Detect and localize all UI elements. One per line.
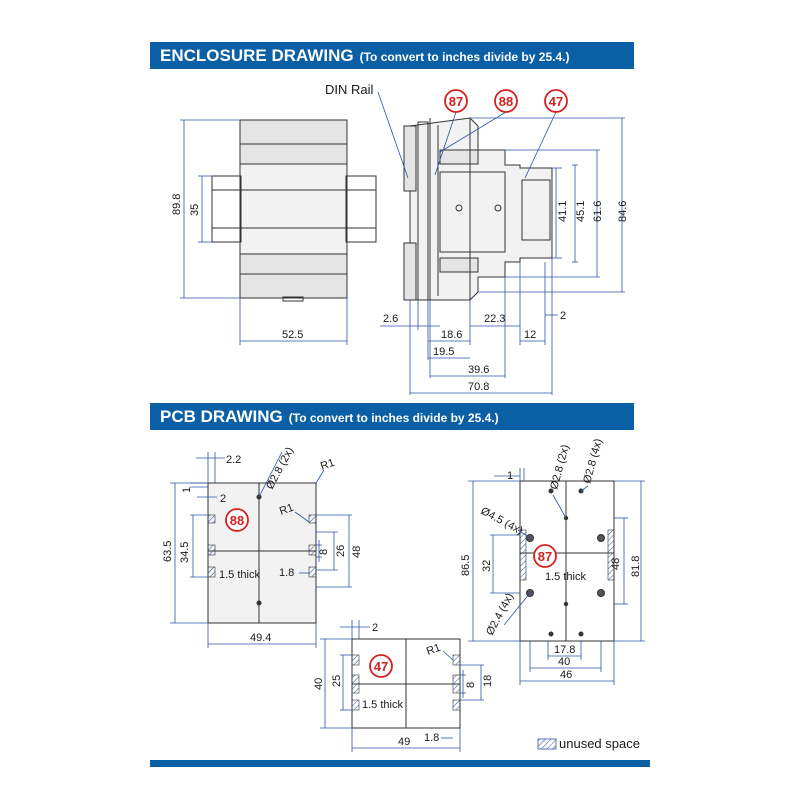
thick-87: 1.5 thick — [545, 571, 586, 583]
dim-2-47: 2 — [372, 622, 378, 634]
dim-61-6: 61.6 — [592, 201, 604, 222]
legend-text: unused space — [559, 736, 640, 751]
hole-2-4-4x-87: Ø2.4 (4x) — [484, 591, 516, 637]
svg-text:88: 88 — [499, 94, 513, 109]
dim-49: 49 — [398, 736, 410, 748]
dim-63-5: 63.5 — [162, 541, 174, 562]
hatch-swatch — [537, 738, 557, 750]
dim-41-1: 41.1 — [557, 201, 569, 222]
dim-18-47: 18 — [482, 675, 494, 687]
dim-45-1: 45.1 — [575, 201, 587, 222]
enclosure-front-dimensions: 89.8 35 52.5 — [171, 119, 348, 345]
din-rail-text: DIN Rail — [325, 82, 374, 97]
dim-32-87: 32 — [481, 560, 493, 572]
dim-2: 2 — [560, 310, 566, 322]
pcb-header: PCB DRAWING (To convert to inches divide … — [150, 403, 634, 430]
dim-8-88: 8 — [318, 549, 330, 555]
dim-48-87: 48 — [610, 558, 622, 570]
enclosure-side-view — [403, 117, 553, 301]
dim-2-88: 2 — [220, 493, 226, 505]
svg-text:87: 87 — [449, 94, 463, 109]
dim-35: 35 — [189, 204, 201, 216]
hole-2-8-4x-87: Ø2.8 (4x) — [581, 437, 604, 484]
dim-17-8: 17.8 — [554, 644, 575, 656]
dim-18-6: 18.6 — [441, 329, 462, 341]
enclosure-side-dimensions: 41.1 45.1 61.6 84.6 2.6 18.6 22.3 12 2 1… — [380, 117, 629, 395]
dim-22-3: 22.3 — [484, 313, 505, 325]
bottom-rule — [150, 760, 650, 767]
pcb-board-88: 88 — [207, 482, 317, 624]
pcb-board-47: 47 — [351, 638, 461, 729]
dim-2-6: 2.6 — [383, 313, 398, 325]
callout-87-pcb: 87 — [533, 544, 557, 568]
dim-2-2: 2.2 — [226, 454, 241, 466]
callout-88-enc: 88 — [494, 89, 518, 113]
dim-70-8: 70.8 — [468, 381, 489, 393]
svg-text:87: 87 — [538, 549, 552, 564]
r1-47: R1 — [425, 642, 442, 658]
svg-text:47: 47 — [374, 659, 388, 674]
dim-39-6: 39.6 — [468, 364, 489, 376]
enclosure-title: ENCLOSURE DRAWING — [160, 46, 354, 65]
enclosure-callouts: 87 88 47 — [434, 89, 568, 179]
svg-text:47: 47 — [549, 94, 563, 109]
dim-1-8-47: 1.8 — [424, 732, 439, 744]
dim-89-8: 89.8 — [171, 194, 183, 215]
dim-46: 46 — [560, 669, 572, 681]
dim-49-4: 49.4 — [250, 632, 271, 644]
callout-88-pcb: 88 — [225, 508, 249, 532]
dim-48-88: 48 — [351, 546, 363, 558]
dim-86-5: 86.5 — [460, 555, 472, 576]
dim-1-87: 1 — [507, 470, 513, 482]
dim-8-47: 8 — [465, 682, 477, 688]
dim-19-5: 19.5 — [433, 346, 454, 358]
pcb-board-87: 87 — [519, 480, 615, 642]
callout-47-enc: 47 — [544, 89, 568, 113]
r1-top-88: R1 — [319, 457, 336, 473]
dim-25-47: 25 — [331, 675, 343, 687]
hole-4-5-4x-87: Ø4.5 (4x) — [479, 505, 525, 537]
din-rail-label: DIN Rail — [325, 82, 409, 179]
dim-40-47: 40 — [313, 678, 325, 690]
legend-unused-space: unused space — [537, 736, 640, 751]
thick-47: 1.5 thick — [362, 699, 403, 711]
enclosure-header: ENCLOSURE DRAWING (To convert to inches d… — [150, 42, 634, 69]
dim-26-88: 26 — [335, 545, 347, 557]
dim-40-87: 40 — [558, 656, 570, 668]
enclosure-front-view — [211, 119, 377, 302]
dim-84-6: 84.6 — [617, 201, 629, 222]
thick-88: 1.5 thick — [219, 569, 260, 581]
r1-side-88: R1 — [278, 502, 295, 518]
callout-47-pcb: 47 — [369, 654, 393, 678]
dim-81-8: 81.8 — [630, 556, 642, 577]
pcb-subtitle: (To convert to inches divide by 25.4.) — [288, 411, 499, 425]
pcb-47-dimensions: 2 R1 40 25 18 8 1.5 thick 49 1.8 — [313, 620, 494, 752]
svg-text:88: 88 — [230, 513, 244, 528]
pcb-title: PCB DRAWING — [160, 407, 283, 426]
dim-1-88: 1 — [181, 487, 193, 493]
callout-87-enc: 87 — [444, 89, 468, 113]
dim-1-8-88: 1.8 — [279, 567, 294, 579]
enclosure-subtitle: (To convert to inches divide by 25.4.) — [359, 50, 570, 64]
dim-34-5: 34.5 — [179, 542, 191, 563]
dim-52-5: 52.5 — [282, 329, 303, 341]
dim-12: 12 — [524, 329, 536, 341]
